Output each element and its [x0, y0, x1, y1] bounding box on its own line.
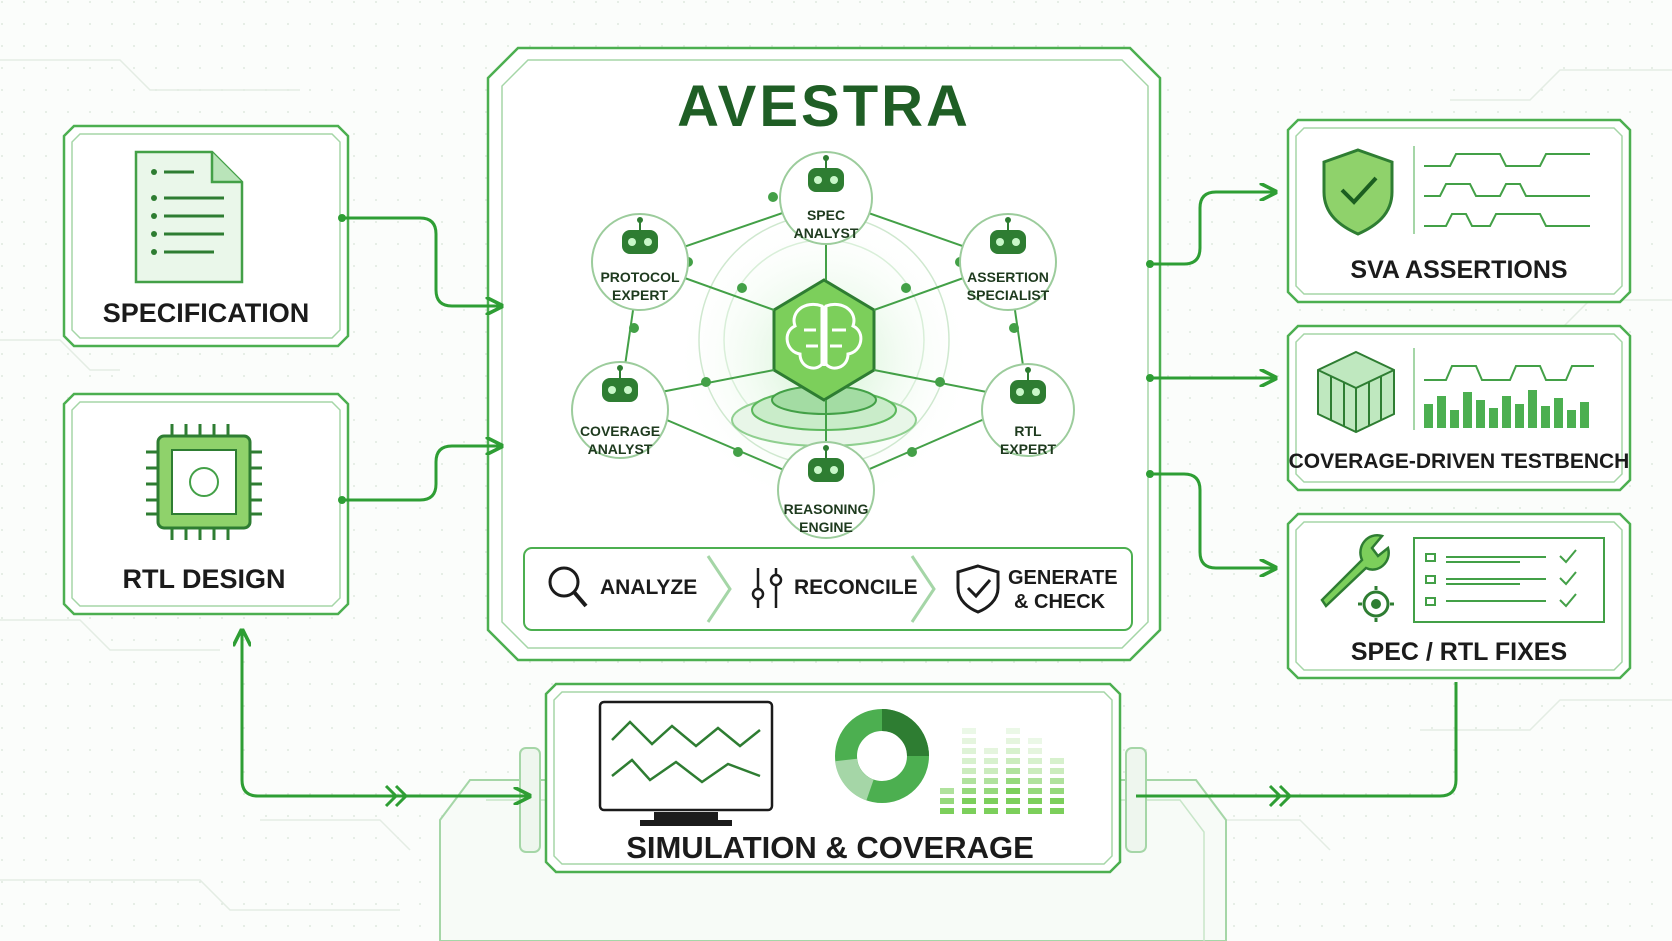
document-icon	[134, 150, 244, 284]
agent-assertion-specialist: ASSERTION SPECIALIST	[959, 213, 1057, 311]
step-generate-label-line1: GENERATE	[1008, 567, 1118, 589]
agent-label-line2: ANALYST	[794, 225, 859, 241]
spec-to-core-arrow	[342, 216, 500, 306]
coverage-testbench-label: COVERAGE-DRIVEN TESTBENCH	[1289, 450, 1630, 473]
step-generate-label-line2: & CHECK	[1014, 591, 1106, 613]
donut-chart-icon	[835, 709, 929, 803]
input-specification-card: SPECIFICATION	[62, 124, 350, 348]
brain-icon	[785, 303, 863, 370]
agent-label-line2: EXPERT	[612, 287, 668, 303]
core-to-sva-arrow	[1150, 192, 1274, 266]
specification-label: SPECIFICATION	[103, 298, 310, 328]
sva-assertions-label: SVA ASSERTIONS	[1350, 256, 1567, 284]
magnifier-icon	[548, 566, 588, 608]
cube-icon	[1317, 350, 1395, 434]
rtl-sim-loop-arrow	[240, 640, 528, 796]
sliders-icon	[751, 568, 783, 608]
step-analyze-label: ANALYZE	[600, 576, 697, 599]
agent-label-line1: SPEC	[807, 207, 845, 223]
checklist-icon	[1413, 537, 1605, 623]
core-to-fixes-arrow	[1150, 472, 1274, 568]
robot-icon	[1010, 367, 1046, 404]
robot-icon	[622, 217, 658, 254]
agent-label-line1: ASSERTION	[967, 269, 1049, 285]
monitor-waveform-icon	[598, 700, 774, 826]
fixes-to-sim-loop-arrow	[1136, 682, 1458, 798]
shield-check-icon	[1322, 148, 1394, 236]
agent-label-line1: RTL	[1014, 423, 1042, 439]
agent-label-line2: ENGINE	[799, 519, 853, 535]
flow-connectors	[240, 192, 1458, 808]
agent-protocol-expert: PROTOCOL EXPERT	[591, 213, 689, 311]
simulation-coverage-card: SIMULATION & COVERAGE	[544, 682, 1122, 874]
robot-icon	[808, 445, 844, 482]
rtl-design-label: RTL DESIGN	[122, 564, 285, 594]
agent-label-line1: COVERAGE	[580, 423, 660, 439]
coverage-bars-icon	[1413, 348, 1594, 430]
output-coverage-testbench-card: COVERAGE-DRIVEN TESTBENCH	[1286, 324, 1632, 492]
chip-icon	[146, 424, 262, 540]
avestra-title: AVESTRA	[677, 74, 971, 139]
rtl-to-core-arrow	[342, 446, 500, 502]
spec-rtl-fixes-label: SPEC / RTL FIXES	[1351, 638, 1567, 666]
output-sva-assertions-card: SVA ASSERTIONS	[1286, 118, 1632, 304]
output-spec-rtl-fixes-card: SPEC / RTL FIXES	[1286, 512, 1632, 680]
process-steps-strip: ANALYZE RECONCILE GENERATE & CHECK	[523, 547, 1133, 631]
simulation-coverage-label: SIMULATION & COVERAGE	[626, 830, 1034, 865]
robot-icon	[808, 155, 844, 192]
agent-spec-analyst: SPEC ANALYST	[779, 151, 873, 245]
bar-columns-icon	[940, 728, 1064, 814]
robot-icon	[602, 365, 638, 402]
step-reconcile-label: RECONCILE	[794, 576, 918, 599]
agent-coverage-analyst: COVERAGE ANALYST	[571, 361, 669, 459]
waveform-icon	[1413, 146, 1590, 234]
agent-label-line1: REASONING	[784, 501, 869, 517]
agent-rtl-expert: RTL EXPERT	[981, 363, 1075, 457]
shield-check-icon	[956, 564, 1000, 614]
agent-label-line2: SPECIALIST	[967, 287, 1050, 303]
input-rtl-design-card: RTL DESIGN	[62, 392, 350, 616]
robot-icon	[990, 217, 1026, 254]
wrench-gear-icon	[1320, 534, 1394, 622]
agent-label-line2: ANALYST	[588, 441, 653, 457]
agent-label-line2: EXPERT	[1000, 441, 1056, 457]
central-ai-hub	[674, 210, 974, 510]
agent-reasoning-engine: REASONING ENGINE	[777, 441, 875, 539]
agent-label-line1: PROTOCOL	[600, 269, 680, 285]
